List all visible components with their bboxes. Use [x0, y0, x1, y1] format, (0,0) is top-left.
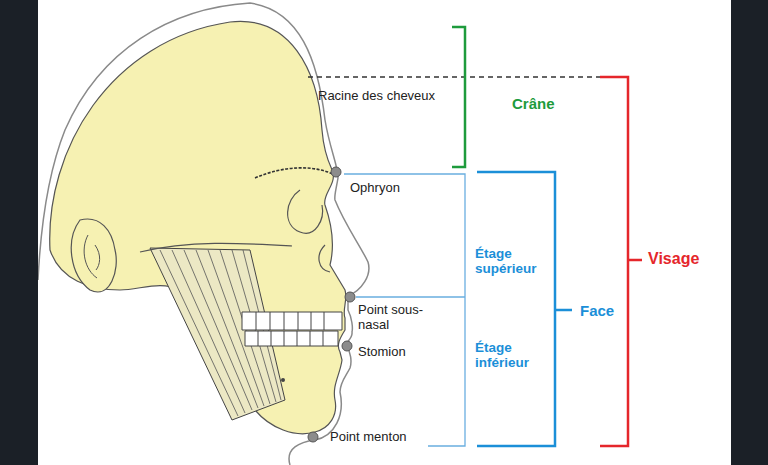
nasal-aperture — [319, 245, 330, 272]
region-label: Crâne — [512, 96, 555, 111]
skull — [50, 21, 346, 433]
crane-bracket — [452, 27, 465, 167]
ear — [71, 219, 116, 292]
mental-foramen — [281, 378, 285, 382]
brow-ridge — [255, 168, 335, 178]
level-label: Étage inférieur — [475, 340, 551, 370]
level-bracket — [344, 174, 465, 446]
zygomatic-arch — [140, 243, 292, 252]
landmark-point — [342, 341, 352, 351]
landmark-point — [331, 167, 341, 177]
region-label: Visage — [648, 251, 699, 266]
landmark-label: Point sous-nasal — [358, 302, 430, 332]
region-label: Face — [580, 303, 614, 318]
teeth — [242, 312, 342, 346]
landmark-point — [308, 432, 318, 442]
landmark-label: Point menton — [330, 429, 407, 444]
face-bracket — [477, 172, 572, 446]
landmark-label: Ophryon — [350, 180, 400, 195]
side-band — [0, 0, 38, 465]
landmark-label: Racine des cheveux — [318, 88, 435, 103]
skin-outline — [38, 3, 369, 465]
ear-detail — [84, 235, 100, 278]
visage-bracket — [600, 77, 642, 446]
side-band — [731, 0, 768, 465]
landmark-point — [345, 292, 355, 302]
level-label: Étage supérieur — [475, 246, 551, 276]
hairline-dashed — [308, 76, 628, 77]
landmark-label: Stomion — [358, 344, 406, 359]
orbit — [288, 190, 323, 233]
